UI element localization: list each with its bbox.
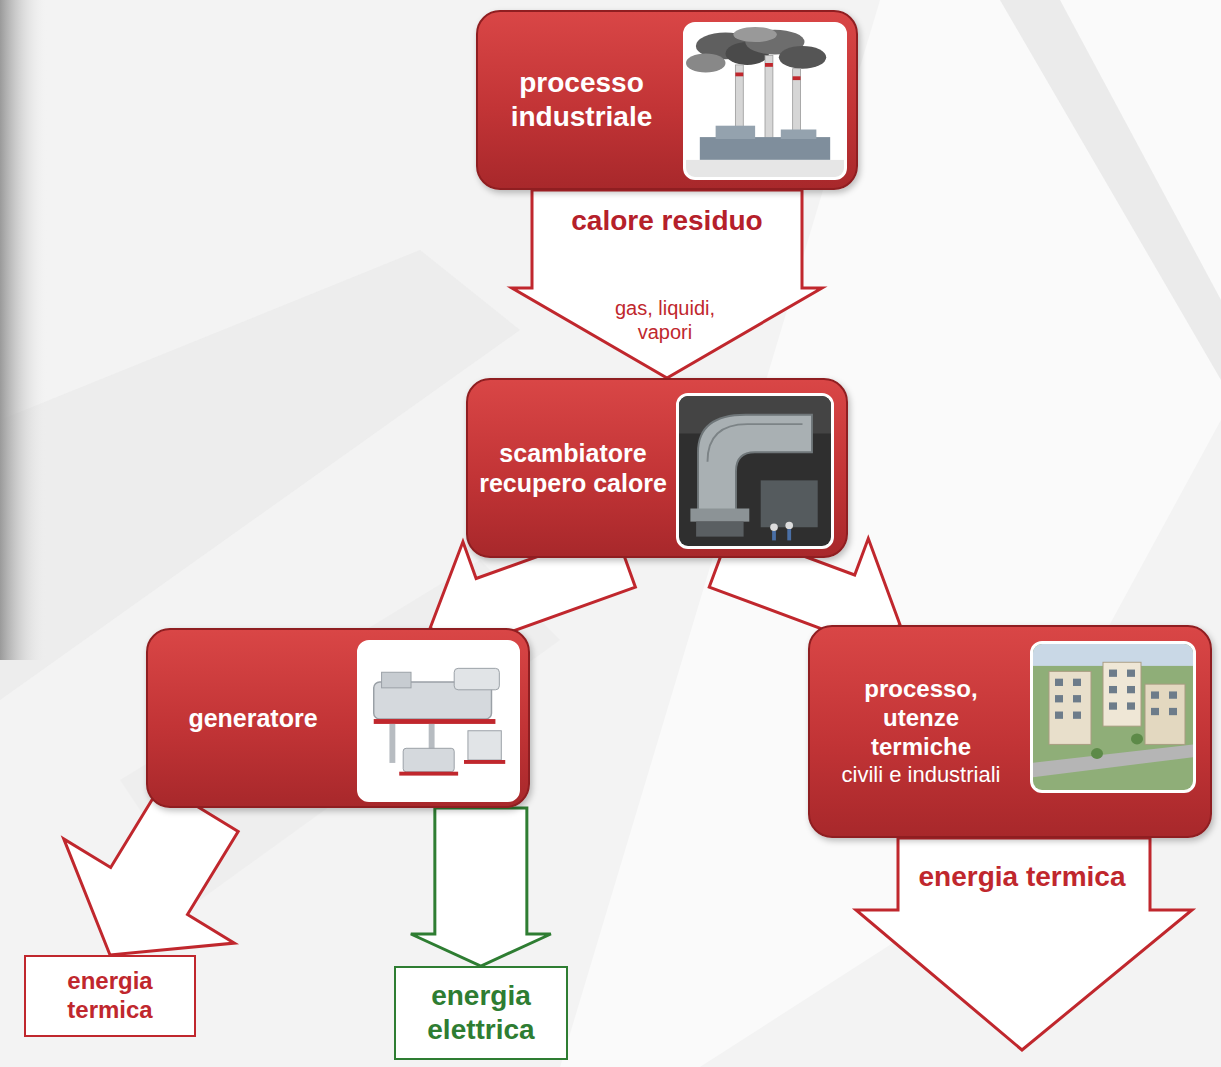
exchanger-box: scambiatore recupero calore [466,378,848,558]
utilities-box: processo, utenze termichecivili e indust… [808,625,1212,838]
output-arrow [856,838,1192,1050]
text-content: scambiatore recupero calore [478,438,668,498]
text-content: generatore [153,703,353,733]
bg-band [1000,0,1221,380]
output-box: energia termica [24,955,196,1037]
output-box: energia elettrica [394,966,568,1060]
text-content: processo, utenze termichecivili e indust… [834,675,1009,788]
flow-arrow [64,785,238,955]
text-area: processo, utenze termichecivili e indust… [810,627,1032,836]
buildings-illustration [1033,644,1193,790]
node-title: scambiatore recupero calore [478,438,668,498]
exchanger-illustration [679,396,831,546]
text-area: generatore [148,630,358,806]
generator-box: generatore [146,628,530,808]
node-body: civili e industriali [834,762,1009,788]
text-area: scambiatore recupero calore [468,380,678,556]
generator-illustration [360,643,517,799]
edge-label: calore residuo [557,204,777,238]
text-area: energia termica [26,957,194,1035]
left-shade [0,0,48,660]
factory-illustration [686,25,844,177]
illustration-frame [683,22,847,180]
process-box: processo industriale [476,10,858,190]
text-area: energia elettrica [396,968,566,1058]
text-content: energia elettrica [406,979,556,1046]
output-label: energia termica [917,860,1127,894]
node-title: generatore [153,703,353,733]
illustration-frame [676,393,834,549]
node-title: energia termica [35,967,185,1025]
node-title: energia elettrica [406,979,556,1046]
illustration-frame [357,640,520,802]
medium-label: gas, liquidi, vapori [590,296,740,344]
text-content: energia termica [35,967,185,1025]
text-area: processo industriale [478,12,685,188]
text-content: processo industriale [487,66,677,133]
node-title: processo industriale [487,66,677,133]
flow-arrow [411,808,551,966]
node-title: processo, utenze termiche [834,675,1009,761]
illustration-frame [1030,641,1196,793]
flow-arrow [512,190,822,378]
